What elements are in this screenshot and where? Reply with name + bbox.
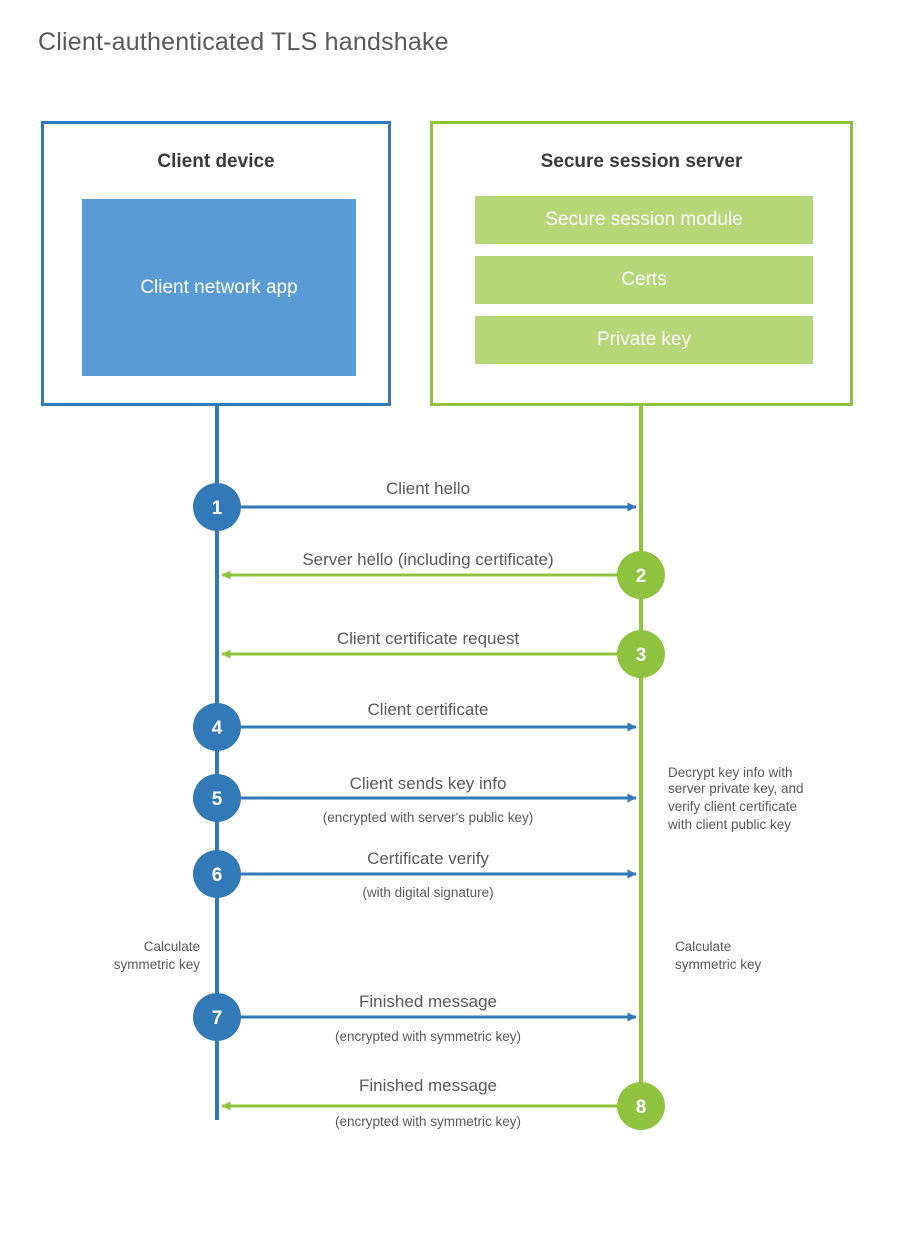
note-server-calculate: Calculate symmetric key <box>675 939 762 972</box>
server-component-stack: Secure session module Certs Private key <box>475 196 813 376</box>
note-server-decrypt-line-4: with client public key <box>667 817 791 832</box>
message-label-8: Finished message <box>359 1076 497 1095</box>
message-step-2: Server hello (including certificate) 2 <box>221 550 665 599</box>
message-sublabel-8: (encrypted with symmetric key) <box>335 1114 521 1129</box>
step-badge-2 <box>617 551 665 599</box>
actor-box-client: Client device Client network app <box>41 121 391 406</box>
message-sublabel-7: (encrypted with symmetric key) <box>335 1029 521 1044</box>
note-server-decrypt: Decrypt key info with server private key… <box>667 765 804 832</box>
actor-title-client: Client device <box>157 151 275 172</box>
page-title: Client-authenticated TLS handshake <box>38 28 449 56</box>
step-badge-6 <box>193 850 241 898</box>
actor-box-server: Secure session server Secure session mod… <box>430 121 853 406</box>
step-badge-4 <box>193 703 241 751</box>
note-client-calculate-line-2: symmetric key <box>114 957 201 972</box>
step-number-3: 3 <box>636 645 647 666</box>
step-badge-8 <box>617 1082 665 1130</box>
message-sublabel-5: (encrypted with server's public key) <box>323 810 533 825</box>
note-server-decrypt-line-2: server private key, and <box>668 781 804 796</box>
step-number-4: 4 <box>212 718 223 739</box>
message-label-7: Finished message <box>359 992 497 1011</box>
message-label-2: Server hello (including certificate) <box>302 550 553 569</box>
message-step-3: Client certificate request 3 <box>221 629 665 678</box>
message-step-5: Client sends key info (encrypted with se… <box>193 774 637 825</box>
note-client-calculate: Calculate symmetric key <box>114 939 201 972</box>
actor-title-server: Secure session server <box>540 151 743 172</box>
message-label-5: Client sends key info <box>350 774 507 793</box>
note-client-calculate-line-1: Calculate <box>144 939 200 954</box>
note-server-calculate-line-1: Calculate <box>675 939 731 954</box>
step-number-2: 2 <box>636 566 647 587</box>
note-server-decrypt-line-1: Decrypt key info with <box>668 765 793 780</box>
message-step-7: Finished message (encrypted with symmetr… <box>193 992 637 1044</box>
server-component-secure-session-module: Secure session module <box>475 196 813 244</box>
message-label-3: Client certificate request <box>337 629 520 648</box>
message-step-4: Client certificate 4 <box>193 700 637 751</box>
message-sublabel-6: (with digital signature) <box>362 885 493 900</box>
note-server-calculate-line-2: symmetric key <box>675 957 762 972</box>
server-component-private-key: Private key <box>475 316 813 364</box>
message-label-4: Client certificate <box>368 700 489 719</box>
client-network-app-block: Client network app <box>82 199 356 376</box>
step-number-6: 6 <box>212 865 223 886</box>
message-step-6: Certificate verify (with digital signatu… <box>193 849 637 900</box>
server-component-certs: Certs <box>475 256 813 304</box>
message-label-6: Certificate verify <box>367 849 489 868</box>
step-number-5: 5 <box>212 789 223 810</box>
step-badge-1 <box>193 483 241 531</box>
step-number-8: 8 <box>636 1097 647 1118</box>
step-badge-3 <box>617 630 665 678</box>
step-badge-5 <box>193 774 241 822</box>
message-step-1: Client hello 1 <box>193 479 637 531</box>
step-number-7: 7 <box>212 1008 223 1029</box>
message-step-8: Finished message (encrypted with symmetr… <box>221 1076 665 1130</box>
note-server-decrypt-line-3: verify client certificate <box>668 799 797 814</box>
message-label-1: Client hello <box>386 479 470 498</box>
step-badge-7 <box>193 993 241 1041</box>
step-number-1: 1 <box>212 498 223 519</box>
